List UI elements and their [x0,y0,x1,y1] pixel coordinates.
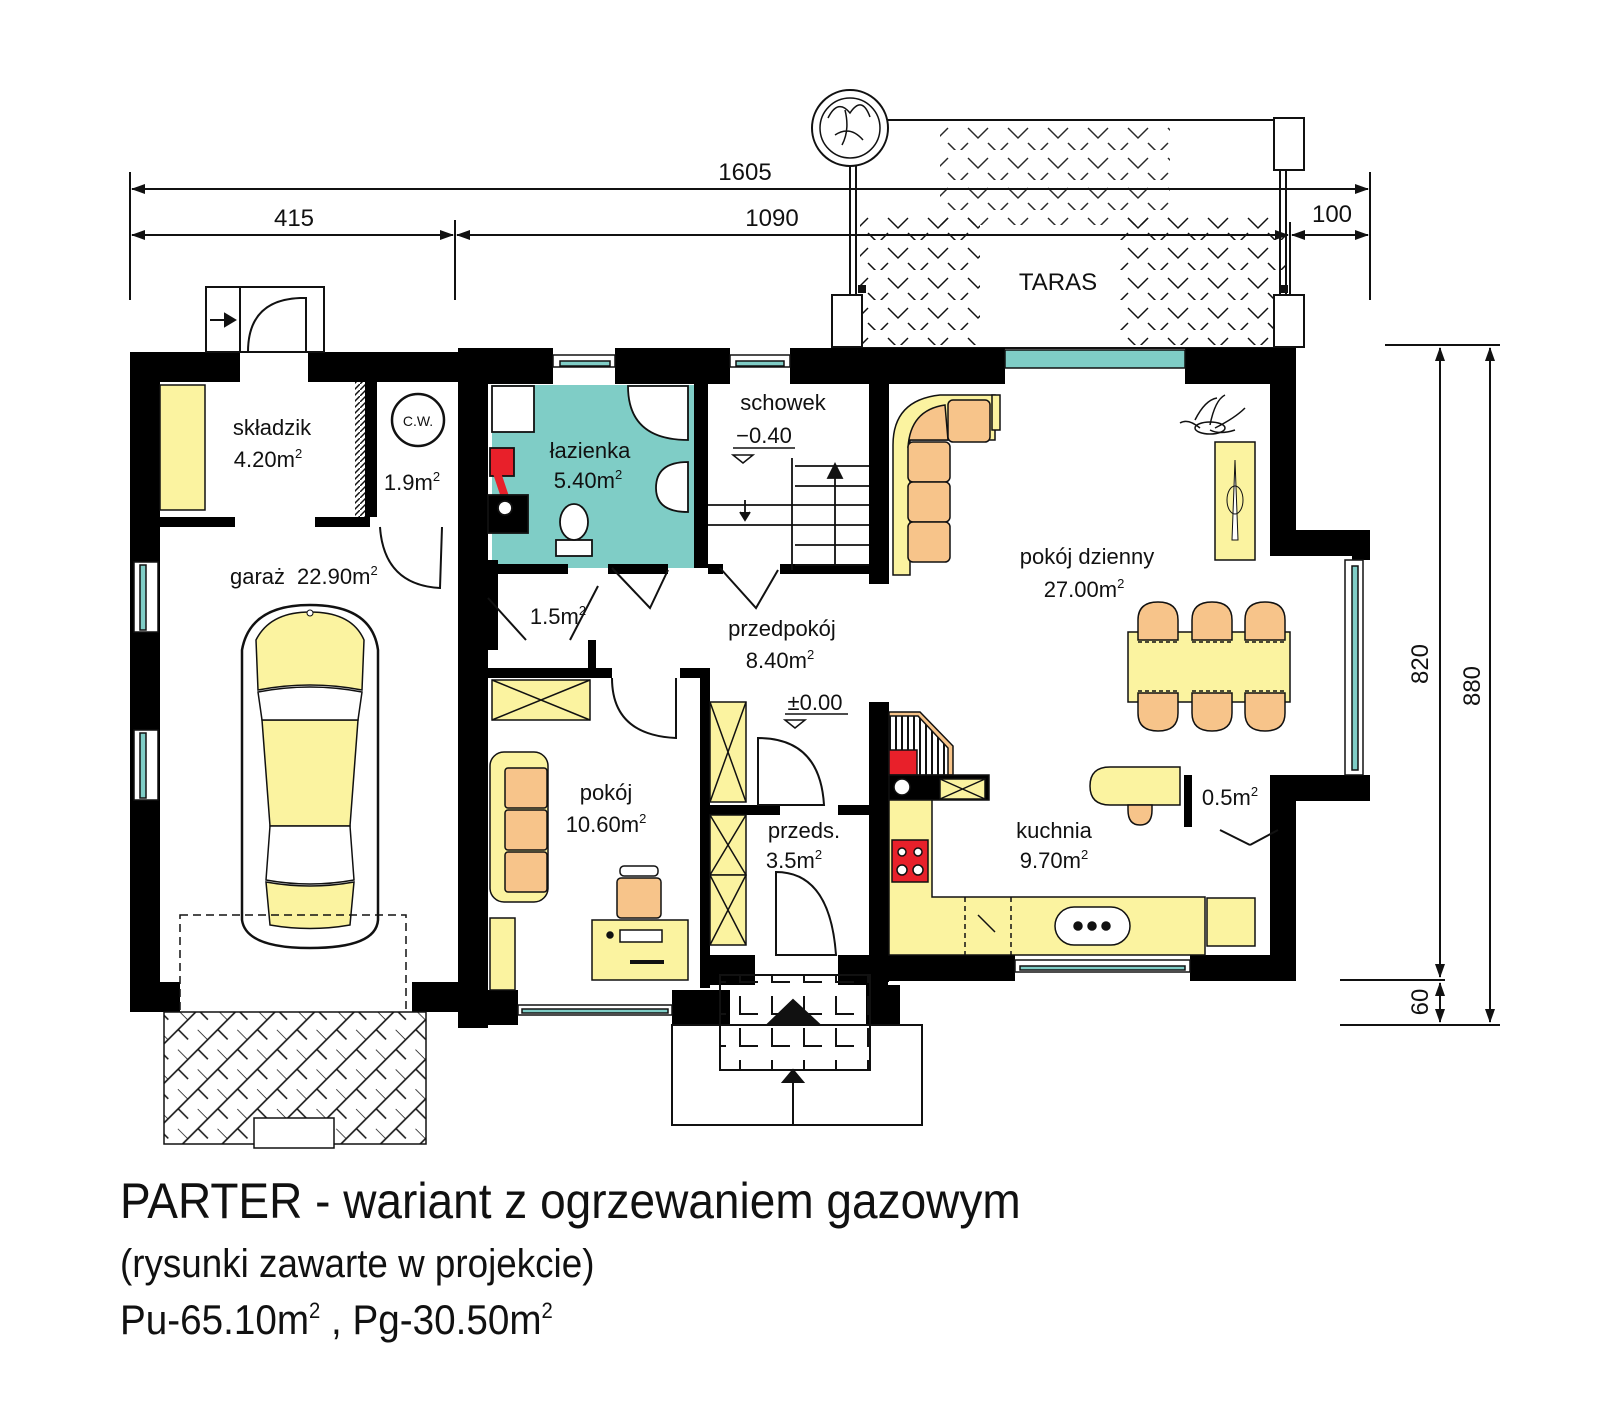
room-cw-area: 1.9m2 [384,469,440,495]
room-przeds-name: przeds. [768,818,840,843]
wardrobes [709,701,747,946]
planter-icon [1273,294,1305,348]
room-pokoj-dzienny-name: pokój dzienny [1020,544,1155,569]
tv-cabinet-icon [1214,441,1256,561]
room-wc-hall-area: 1.5m2 [530,603,586,629]
dim-right-step: 60 [1407,989,1434,1016]
stairs [708,458,869,570]
right-dimensions [1340,344,1500,1026]
entrance-steps [671,974,923,1126]
plant-icon [1179,394,1246,435]
dim-top-right: 100 [1312,201,1352,228]
drain [253,1117,335,1149]
terrace-label: TARAS [1019,269,1097,296]
windows [133,349,1364,1016]
boiler-icon [489,447,515,477]
dining-table-icon [1127,601,1291,732]
room-skladzik-area: 4.20m2 [234,446,302,472]
bathroom-fixtures [487,385,689,557]
room-pokoj-name: pokój [580,780,633,805]
corner-sofa-icon [892,394,1001,576]
fireplace-icon [888,711,990,801]
dim-right-outer: 880 [1459,666,1486,706]
room-kuchnia-area: 9.70m2 [1020,847,1088,873]
room-schowek-name: schowek [740,390,827,415]
room-przedpokoj-name: przedpokój [728,616,836,641]
room-przeds-area: 3.5m2 [766,847,822,873]
toilet-icon [559,503,589,541]
storage-shelf [159,384,206,511]
doors [205,286,1279,956]
room-kuchnia-name: kuchnia [1016,818,1093,843]
level-marker-icon [730,447,848,729]
usable-area: Pu-65.10m [120,1296,310,1343]
svg-text:C.W.: C.W. [403,413,433,429]
room-przedpokoj-area: 8.40m2 [746,647,814,673]
stove-icon [891,839,929,883]
car-icon [240,603,380,950]
plan-areas: Pu-65.10m2 , Pg-30.50m2 [120,1296,553,1343]
room-schowek-level: −0.40 [736,423,792,448]
planter-icon [1273,117,1305,171]
room-przedpokoj-level: ±0.00 [788,690,843,715]
room-skladzik-name: składzik [233,415,312,440]
walls [130,348,1370,1028]
dim-top-left: 415 [274,205,314,232]
room-lazienka-area: 5.40m2 [554,467,622,493]
kitchen-counter [888,799,1256,956]
dim-top-middle: 1090 [745,205,798,232]
shower-icon [627,385,689,441]
room-pokoj-dzienny-area: 27.00m2 [1044,576,1125,602]
washing-machine-icon [491,385,535,433]
room-lazienka-name: łazienka [550,438,631,463]
office-furniture [489,679,689,991]
room-pokoj-area: 10.60m2 [566,811,647,837]
dim-right-inner: 820 [1407,644,1434,684]
sink-icon [655,461,689,513]
breakfast-bar [1089,766,1181,826]
plant-pot-icon [811,89,889,167]
plan-title: PARTER - wariant z ogrzewaniem gazowym [120,1173,1021,1229]
room-spizarnia-area: 0.5m2 [1202,784,1258,810]
planter-icon [831,294,863,348]
terrace [811,89,1305,349]
plan-subtitle: (rysunki zawarte w projekcie) [120,1242,595,1286]
water-heater-icon: C.W. [390,392,446,448]
dim-top-total: 1605 [718,159,771,186]
garage-area: Pg-30.50m [352,1296,542,1343]
